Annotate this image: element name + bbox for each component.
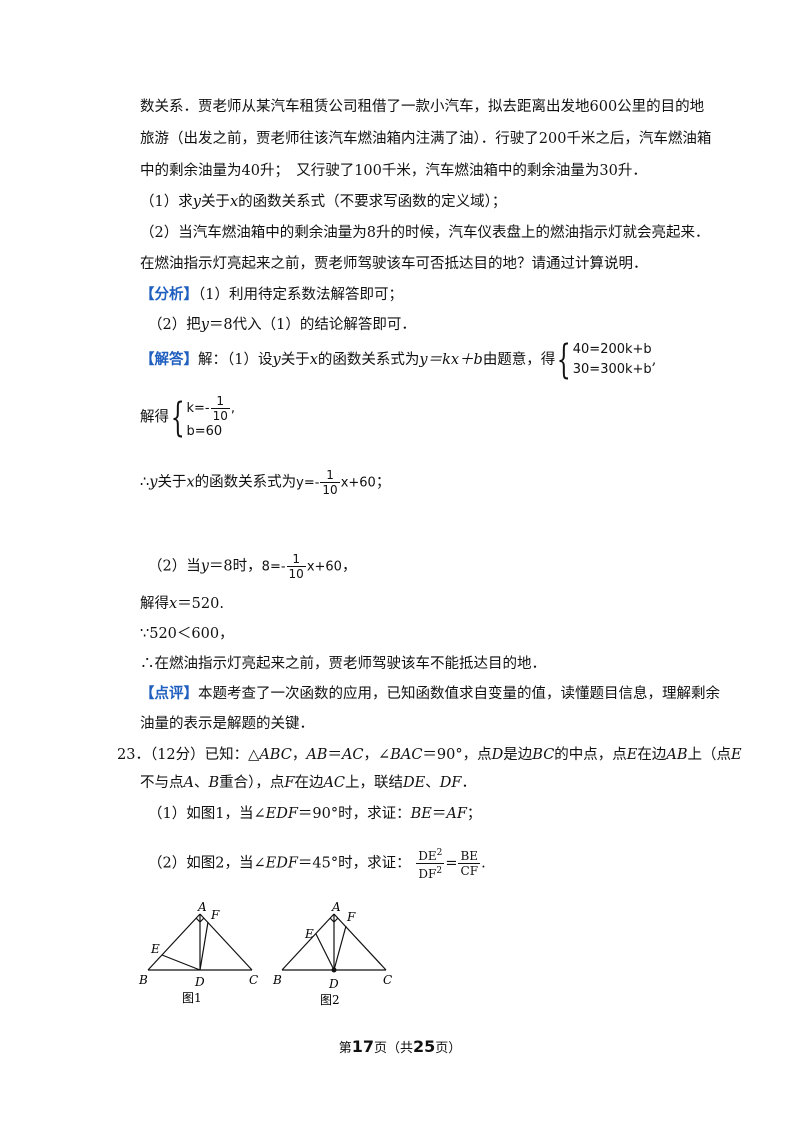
comment-line: 【点评】本题考查了一次函数的应用，已知函数值求自变量的值，读懂题目信息，理解剩余 [140,685,720,702]
answer-line: 【解答】解：（1）设y关于x的函数关系式为y＝kx＋b由题意，得{40=200k… [140,337,657,383]
fig1-label-A: A [197,900,207,914]
fig1-label-D: D [194,975,205,989]
fig1-caption: 图1 [182,991,202,1005]
fig2-caption: 图2 [320,993,340,1007]
because-line: ∵520＜600， [140,626,234,642]
question-1: （1）求y关于x的函数关系式（不要求写函数的定义域）； [140,194,507,210]
question-2: （2）当汽车燃油箱中的剩余油量为8升的时候，汽车仪表盘上的燃油指示灯就会亮起来． [140,225,710,241]
brace: { [557,337,572,383]
fig1-label-B: B [138,973,148,987]
fig2-label-E: E [304,927,314,941]
comment-line-2: 油量的表示是解题的关键． [140,716,314,732]
q23-line-2: 不与点A、B重合），点F在边AC上，联结DE、DF． [140,775,476,791]
q23-part1: （1）如图1，当∠EDF＝90°时，求证：BE＝AF； [148,806,482,822]
analysis-line: 【分析】（1）利用待定系数法解答即可； [140,286,403,303]
analysis-line-2: （2）把y＝8代入（1）的结论解答即可． [148,317,416,333]
fig2-label-A: A [331,900,341,914]
fig2-label-D: D [328,977,339,991]
problem-line-2: 旅游（出发之前，贾老师往该汽车燃油箱内注满了油）．行驶了200千米之后，汽车燃油… [140,131,712,147]
solve-x-line: 解得x＝520. [140,596,224,612]
fig2-label-C: C [383,973,392,987]
figure-1: A F E B D C 图1 [138,900,258,1005]
fig1-label-C: C [249,973,258,987]
total-pages: 25 [413,1037,436,1056]
fig1-label-E: E [150,942,160,956]
page-number: 17 [351,1037,374,1056]
problem-line-3: 中的剩余油量为40升； 又行驶了100千米，汽车燃油箱中的剩余油量为30升． [140,163,647,179]
fig2-label-B: B [272,973,282,987]
fig2-label-F: F [346,910,356,924]
q23-line-1: 23．（12分）已知：△ABC，AB＝AC，∠BAC＝90°，点D是边BC的中点… [117,747,742,763]
page-footer: 第17页（共25页） [338,1037,462,1056]
therefore-line: ∴在燃油指示灯亮起来之前，贾老师驾驶该车不能抵达目的地． [140,656,546,672]
fig1-label-F: F [210,908,220,922]
problem-line-1: 数关系．贾老师从某汽车租赁公司租借了一款小汽车，拟去距离出发地600公里的目的地 [140,99,705,115]
question-2-cont: 在燃油指示灯亮起来之前，贾老师驾驶该车可否抵达目的地？请通过计算说明． [140,256,648,272]
figure-2: A F E B D C 图2 [272,900,392,1007]
